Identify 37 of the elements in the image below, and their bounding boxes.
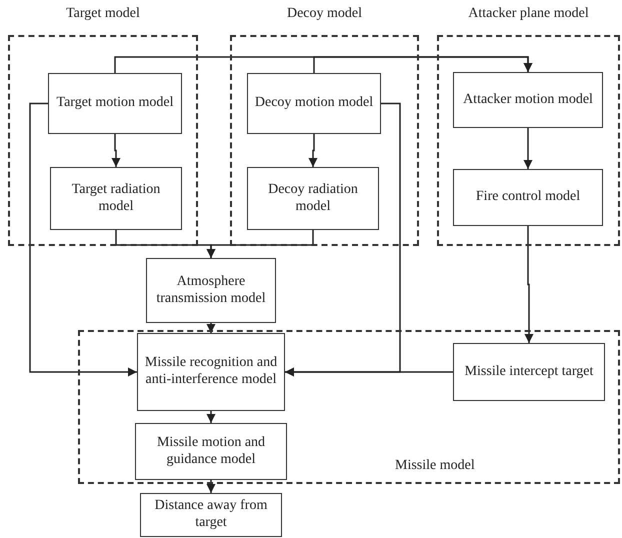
arrow bbox=[206, 411, 216, 423]
process-box bbox=[453, 72, 603, 128]
process-box bbox=[140, 493, 282, 537]
arrow bbox=[308, 134, 318, 167]
box-label: Decoy motion model bbox=[254, 95, 374, 112]
box-label: Target radiation model bbox=[70, 182, 162, 216]
process-box bbox=[135, 423, 287, 480]
arrow bbox=[206, 480, 216, 493]
group-title: Missile model bbox=[395, 458, 475, 474]
process-box bbox=[146, 258, 276, 323]
process-box bbox=[50, 167, 182, 230]
box-label: Distance away from target bbox=[154, 498, 268, 532]
arrow bbox=[112, 134, 120, 167]
process-box bbox=[453, 343, 605, 401]
box-label: Fire control model bbox=[474, 189, 582, 206]
box-label: Missile motion and guidance model bbox=[156, 434, 266, 468]
process-box bbox=[48, 73, 182, 134]
arrow bbox=[524, 226, 534, 343]
process-box bbox=[453, 169, 603, 226]
group-title: Target model bbox=[66, 6, 140, 22]
group-frame bbox=[78, 330, 620, 484]
box-label: Missile intercept target bbox=[464, 364, 594, 380]
group-title: Attacker plane model bbox=[468, 6, 589, 22]
arrow bbox=[206, 323, 216, 333]
box-label: Decoy radiation model bbox=[267, 182, 359, 216]
box-label: Target motion model bbox=[56, 95, 174, 112]
box-label: Missile recognition and anti-interference model bbox=[144, 355, 278, 389]
box-label: Attacker motion model bbox=[462, 92, 594, 108]
process-box bbox=[247, 167, 379, 230]
process-box bbox=[247, 73, 381, 134]
arrow bbox=[29, 102, 137, 376]
arrow bbox=[524, 128, 532, 169]
group-title: Decoy model bbox=[286, 6, 362, 22]
box-label: Atmosphere transmission model bbox=[155, 274, 267, 308]
arrow bbox=[313, 56, 532, 73]
process-box bbox=[137, 333, 285, 411]
arrow bbox=[285, 368, 453, 376]
